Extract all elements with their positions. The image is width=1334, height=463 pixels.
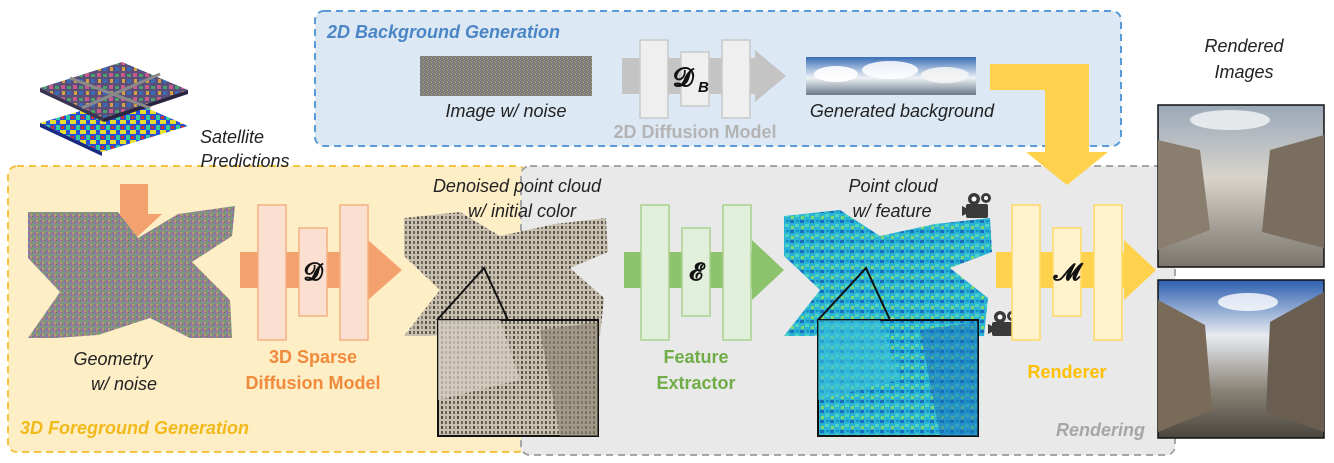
feature-layer — [640, 204, 670, 341]
diffusion-2d-layer — [639, 39, 669, 119]
renderer-layer — [1093, 204, 1123, 341]
satellite-label-line1: Satellite — [200, 127, 264, 147]
diffusion-3d-model: 𝓓 — [240, 204, 402, 341]
feature-zoom-inset — [817, 319, 979, 437]
feature-extractor-model: 𝓔 — [624, 204, 784, 341]
rendered-image-1 — [1157, 104, 1325, 268]
feature-label-line1: Feature — [663, 347, 728, 367]
renderer-layer — [1011, 204, 1041, 341]
feature-zoom-lines — [817, 266, 891, 321]
diffusion-3d-layer — [257, 204, 287, 341]
diffusion-2d-layer — [680, 51, 710, 107]
renderer-symbol: 𝓜 — [1053, 259, 1084, 286]
pointcloud-label-line1: Point cloud — [848, 176, 938, 196]
diffusion-2d-subscript: B — [698, 79, 709, 96]
foreground-title: 3D Foreground Generation — [20, 418, 249, 438]
background-to-renderer-arrow — [990, 64, 1108, 185]
geometry-label-line1: Geometry — [73, 349, 153, 369]
feature-layer — [722, 204, 752, 341]
feature-label-line2: Extractor — [656, 373, 735, 393]
diffusion-3d-layer — [298, 227, 328, 317]
diffusion-3d-symbol: 𝓓 — [304, 259, 324, 286]
diffusion-3d-layer — [339, 204, 369, 341]
diffusion-2d-layer — [721, 39, 751, 119]
denoised-zoom-inset — [437, 319, 599, 437]
diffusion-2d-model: 𝓓 B — [622, 39, 786, 119]
generated-background-label: Generated background — [810, 101, 995, 121]
geometry-label-line2: w/ noise — [91, 374, 157, 394]
diffusion-3d-label-line2: Diffusion Model — [246, 373, 381, 393]
geometry-noise-shape — [28, 206, 235, 338]
satellite-label-line2: Predictions — [200, 151, 289, 171]
video-camera-icon — [962, 193, 991, 218]
pointcloud-label-line2: w/ feature — [852, 201, 931, 221]
renderer-model: 𝓜 — [996, 204, 1156, 341]
background-title: 2D Background Generation — [326, 22, 560, 42]
feature-layer — [681, 227, 711, 317]
satellite-predictions-image — [40, 62, 188, 156]
feature-symbol: 𝓔 — [689, 259, 706, 286]
diffusion-3d-label-line1: 3D Sparse — [269, 347, 357, 367]
feature-point-cloud — [784, 210, 992, 336]
rendered-image-2 — [1157, 279, 1325, 439]
renderer-label: Renderer — [1027, 362, 1106, 382]
denoised-label-line1: Denoised point cloud — [433, 176, 602, 196]
generated-background-image — [806, 57, 976, 95]
denoised-label-line2: w/ initial color — [468, 201, 577, 221]
noise-image — [420, 56, 592, 96]
diffusion-2d-label: 2D Diffusion Model — [614, 122, 777, 142]
denoised-zoom-lines — [436, 266, 509, 321]
rendered-label-line1: Rendered — [1204, 36, 1284, 56]
rendered-label-line2: Images — [1214, 62, 1273, 82]
image-noise-label: Image w/ noise — [445, 101, 566, 121]
denoised-point-cloud — [404, 212, 608, 336]
rendering-title: Rendering — [1056, 420, 1145, 440]
renderer-layer — [1052, 227, 1082, 317]
diffusion-2d-symbol: 𝓓 — [673, 62, 695, 92]
